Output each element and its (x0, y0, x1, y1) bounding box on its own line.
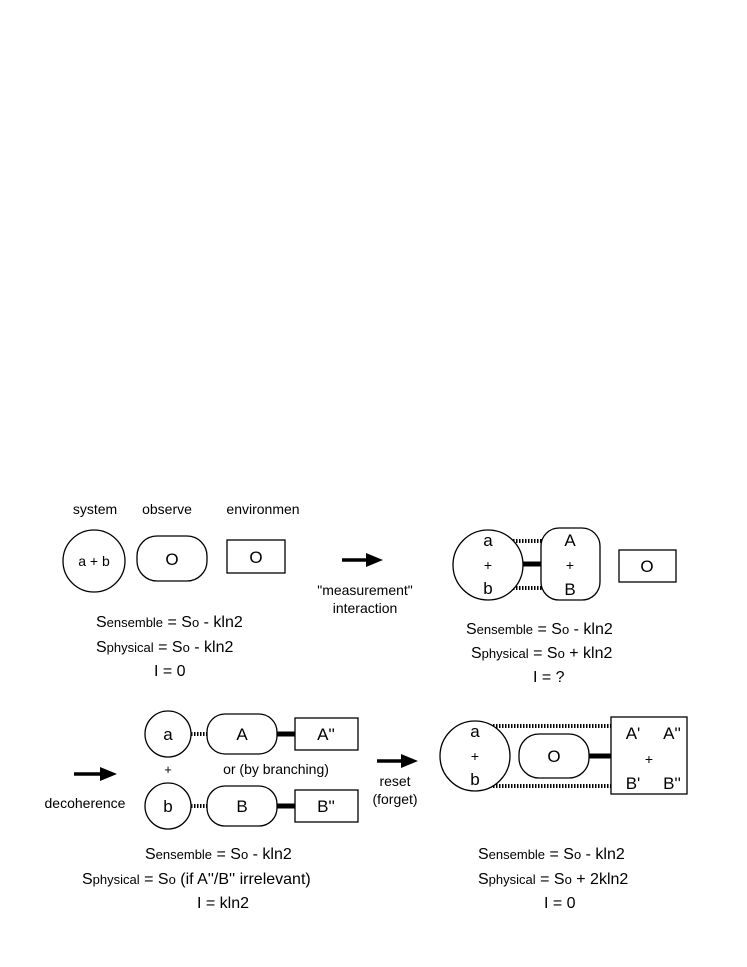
branch1-system-circle (144, 710, 192, 758)
env-record-br: B'' (663, 774, 681, 793)
branch2-observer-box (206, 785, 278, 827)
observer-text: O (547, 747, 560, 766)
system-b: b (470, 770, 479, 789)
system-b: b (483, 579, 492, 598)
observer-text: O (165, 550, 178, 569)
transition3: reset (forget) (372, 754, 418, 807)
env-record-tr: A'' (663, 724, 681, 743)
branch2-environment-text: B'' (317, 797, 335, 816)
environment-text: O (640, 557, 653, 576)
arrow-reset-head (401, 754, 418, 768)
label-environment: environmen (226, 501, 299, 517)
observer-plus: + (566, 557, 574, 573)
branch1-environment-box (294, 717, 359, 751)
stage3: a A A'' + or (by branching) b B B'' Sens… (82, 710, 359, 912)
eq-s-ensemble: Sensemble = So - kln2 (478, 846, 625, 863)
system-plus: + (484, 557, 492, 573)
observer-box-superposition (540, 527, 601, 601)
system-a: a (483, 531, 493, 550)
label-system: system (73, 501, 117, 517)
branch2-observer-text: B (236, 797, 247, 816)
observer-box (136, 535, 208, 582)
eq-s-ensemble: Sensemble = So - kln2 (145, 846, 292, 863)
branch2-environment-box (294, 789, 359, 823)
transition1: "measurement" interaction (317, 553, 413, 616)
reset-label: reset (379, 773, 410, 789)
stage2: a + b A + B O Sensemble = So - kln2 Sphy… (452, 527, 677, 686)
branch-plus: + (164, 762, 172, 777)
label-observer: observe (142, 501, 192, 517)
environment-text: O (249, 548, 262, 567)
branch2-system-text: b (163, 797, 172, 816)
eq-s-ensemble: Sensemble = So - kln2 (466, 621, 613, 638)
eq-s-ensemble: Sensemble = So - kln2 (96, 614, 243, 631)
observer-B: B (564, 580, 575, 599)
system-plus: + (471, 748, 479, 764)
forget-label: (forget) (372, 791, 417, 807)
eq-info: I = ? (533, 669, 565, 686)
env-record-tl: A' (626, 724, 641, 743)
environment-box (618, 549, 677, 583)
branch2-system-circle (144, 782, 192, 830)
eq-info: I = kln2 (197, 895, 249, 912)
arrow-measurement-head (366, 553, 383, 567)
branch1-observer-text: A (236, 725, 248, 744)
branch1-system-text: a (163, 725, 173, 744)
branch1-environment-text: A'' (317, 725, 335, 744)
branch1-observer-box (206, 713, 278, 755)
eq-s-physical: Sphysical = So - kln2 (96, 639, 233, 656)
system-a: a (470, 722, 480, 741)
eq-s-physical: Sphysical = So + kln2 (471, 645, 612, 662)
environment-box (226, 539, 286, 574)
measurement-label: "measurement" (317, 582, 413, 598)
arrow-decoherence-head (100, 767, 117, 781)
eq-info: I = 0 (154, 663, 186, 680)
transition2: decoherence (45, 767, 126, 811)
system-circle-superposition (452, 529, 524, 601)
eq-s-physical: Sphysical = So (if A''/B'' irrelevant) (82, 871, 311, 888)
interaction-label: interaction (333, 600, 398, 616)
stage1-equations: Sensemble = So - kln2 Sphysical = So - k… (96, 614, 243, 680)
stage2-equations: Sensemble = So - kln2 Sphysical = So + k… (466, 621, 613, 686)
branching-note: or (by branching) (223, 761, 329, 777)
system-circle (62, 529, 126, 593)
stage4-equations: Sensemble = So - kln2 Sphysical = So + 2… (478, 846, 628, 912)
eq-info: I = 0 (544, 895, 576, 912)
decoherence-label: decoherence (45, 795, 126, 811)
system-text: a + b (78, 553, 110, 569)
stage4: a + b O A' A'' + B' B'' Sensemble = So -… (439, 716, 688, 912)
system-circle (439, 720, 511, 792)
observer-box (518, 733, 590, 779)
stage1: system observe environmen a + b O O Sens… (62, 501, 300, 680)
observer-A: A (564, 531, 576, 550)
stage3-equations: Sensemble = So - kln2 Sphysical = So (if… (82, 846, 311, 912)
eq-s-physical: Sphysical = So + 2kln2 (478, 871, 628, 888)
environment-box-records (610, 716, 688, 795)
env-record-plus: + (645, 751, 653, 767)
env-record-bl: B' (626, 774, 641, 793)
